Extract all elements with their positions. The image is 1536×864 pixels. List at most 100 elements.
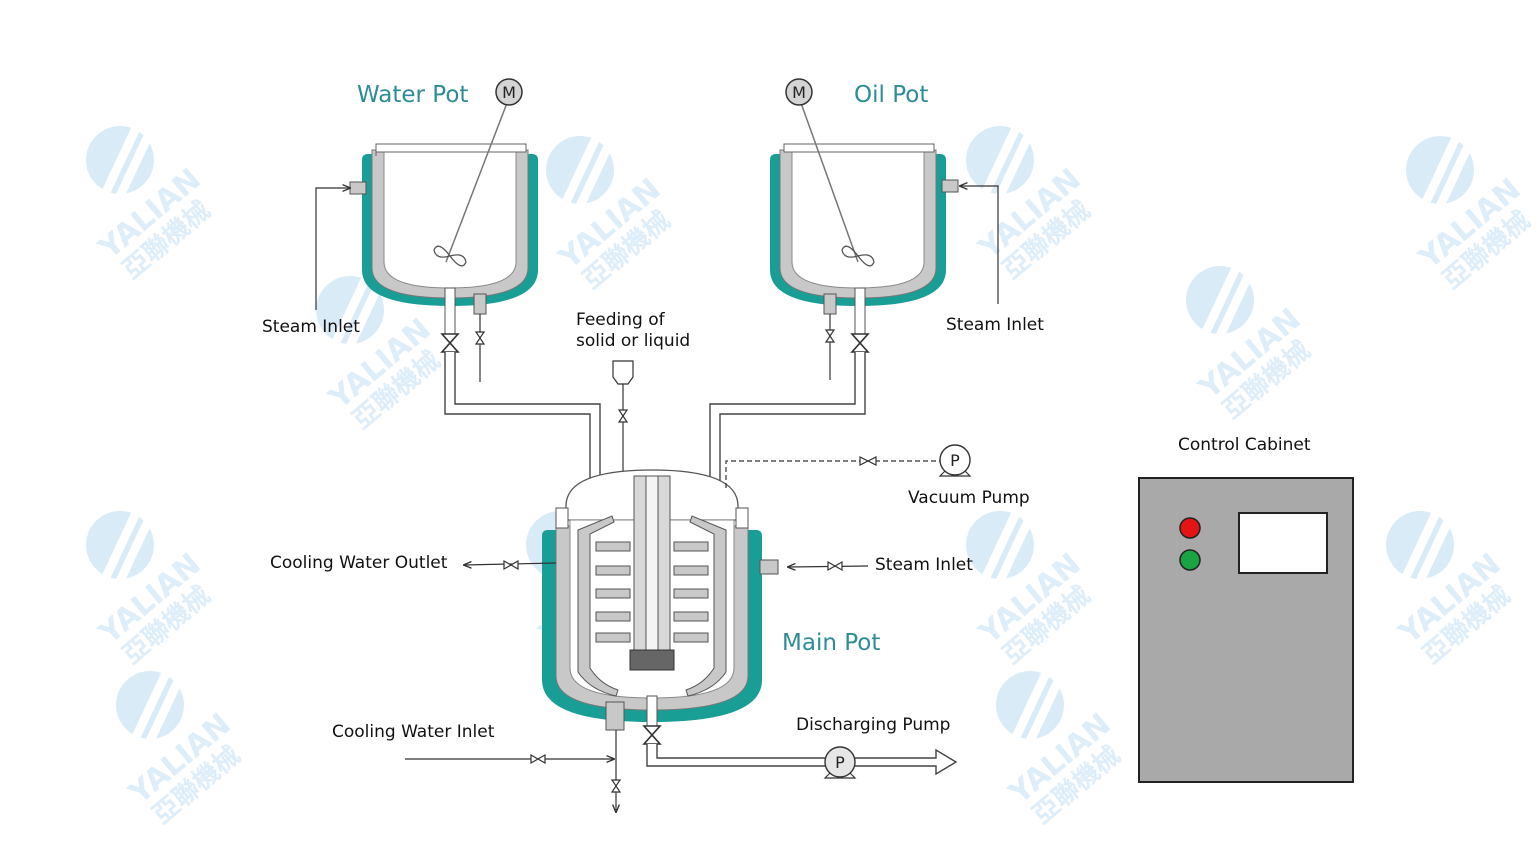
- paddle-right-5: [673, 632, 709, 643]
- control-display-screen: [1238, 512, 1328, 574]
- scraper-right: [685, 515, 727, 697]
- paddle-left-2: [595, 565, 631, 576]
- water-pot-motor: [495, 78, 523, 106]
- watermark-logo-stripes: [562, 136, 614, 208]
- feeding-valve: [617, 409, 629, 423]
- water-pot: M Water Pot Steam Inlet: [262, 78, 538, 382]
- discharge-pump-base: [823, 772, 857, 779]
- cooling-inlet-valve: [530, 753, 546, 765]
- vacuum-pump-label: Vacuum Pump: [908, 488, 1030, 508]
- paddle-right-1: [673, 541, 709, 552]
- vacuum-valve: [859, 456, 877, 466]
- water-pot-agitator-shaft: [445, 102, 508, 263]
- watermark-logo-stripes: [982, 511, 1034, 583]
- oil-pot-rim: [783, 143, 935, 153]
- oil-pot-drain-valve: [824, 329, 836, 343]
- watermark-logo-stripes: [982, 126, 1034, 198]
- main-pot-flange-left: [555, 507, 569, 529]
- oil-pot-outlet-drain: [823, 293, 837, 315]
- oil-pot-steam-nozzle: [941, 179, 959, 193]
- scraper-left: [577, 515, 619, 697]
- paddle-right-3: [673, 588, 709, 599]
- discharge-valve: [642, 725, 662, 745]
- water-pot-title: Water Pot: [357, 82, 468, 108]
- main-pot-steam-nozzle: [759, 559, 779, 575]
- water-pot-steam-label: Steam Inlet: [262, 317, 360, 337]
- cooling-water-inlet: Cooling Water Inlet: [332, 722, 622, 812]
- water-pot-steam-line: [315, 188, 350, 310]
- oil-pot-title: Oil Pot: [854, 82, 928, 108]
- discharge-pump-letter: P: [835, 753, 845, 772]
- watermark-logo-stripes: [1402, 511, 1454, 583]
- paddle-left-4: [595, 611, 631, 622]
- feeding-label-line1: Feeding of: [576, 310, 666, 330]
- red-indicator-lamp: [1179, 517, 1201, 539]
- main-pot-bottom-nozzle-left: [605, 701, 625, 731]
- oil-pot-impeller: [841, 245, 875, 267]
- vacuum-pump-base: [938, 470, 972, 477]
- cooling-water-outlet: Cooling Water Outlet: [270, 553, 557, 573]
- cooling-outlet-label: Cooling Water Outlet: [270, 553, 448, 573]
- oil-pot-motor-symbol: M: [792, 83, 806, 102]
- watermark-logo-stripes: [102, 511, 154, 583]
- vacuum-line: P Vacuum Pump: [725, 444, 1030, 508]
- oil-pot-inner: [791, 145, 925, 289]
- paddle-left-3: [595, 588, 631, 599]
- vacuum-dashed-pipe: [725, 460, 940, 488]
- water-pot-motor-symbol: M: [502, 83, 516, 102]
- main-pot-homogenizer: [629, 649, 675, 671]
- discharge-pipe: [646, 744, 958, 776]
- bottom-drain-valve: [610, 779, 622, 793]
- control-cabinet: Control Cabinet: [1138, 435, 1354, 783]
- main-steam-valve: [827, 560, 843, 572]
- water-pot-inner: [383, 145, 517, 289]
- oil-pot-agitator-shaft: [800, 102, 859, 263]
- cooling-inlet-label: Cooling Water Inlet: [332, 722, 495, 742]
- water-pot-rim: [375, 143, 527, 153]
- watermark-logo-stripes: [1012, 671, 1064, 743]
- main-steam-label: Steam Inlet: [875, 555, 973, 575]
- oil-pot-outlet-main: [854, 287, 866, 335]
- oil-pot-main-valve: [850, 333, 870, 353]
- water-pot-outlet-main: [444, 287, 456, 335]
- discharge-pump-label: Discharging Pump: [796, 715, 950, 735]
- main-pot: Main Pot: [542, 469, 880, 731]
- watermark-logo-stripes: [332, 276, 384, 348]
- water-pot-main-valve: [440, 333, 460, 353]
- paddle-left-5: [595, 632, 631, 643]
- main-pot-inner-shaft: [645, 475, 659, 653]
- discharge-pump-symbol: [824, 746, 856, 778]
- main-pot-title: Main Pot: [782, 630, 880, 656]
- watermark-logo-stripes: [132, 671, 184, 743]
- watermark-logo-stripes: [102, 126, 154, 198]
- water-pot-outlet-drain: [473, 293, 487, 315]
- main-pot-bottom-nozzle-right: [646, 695, 658, 727]
- discharge-line: P Discharging Pump: [642, 715, 958, 779]
- feeding-inlet: Feeding of solid or liquid: [576, 310, 690, 496]
- vacuum-pump-symbol: [939, 444, 971, 476]
- cooling-outlet-valve: [503, 559, 519, 571]
- control-cabinet-label: Control Cabinet: [1178, 435, 1311, 455]
- main-pot-flange-right: [735, 507, 749, 529]
- water-pot-drain-valve: [474, 331, 486, 345]
- oil-pot-steam-line: [960, 186, 999, 304]
- water-pot-steam-nozzle: [349, 181, 367, 195]
- oil-pot-steam-label: Steam Inlet: [946, 315, 1044, 335]
- oil-pot: M Oil Pot Steam Inlet: [770, 78, 1044, 380]
- feeding-label-line2: solid or liquid: [576, 331, 690, 351]
- watermark-logo-stripes: [1422, 136, 1474, 208]
- oil-pot-motor: [785, 78, 813, 106]
- green-indicator-lamp: [1179, 549, 1201, 571]
